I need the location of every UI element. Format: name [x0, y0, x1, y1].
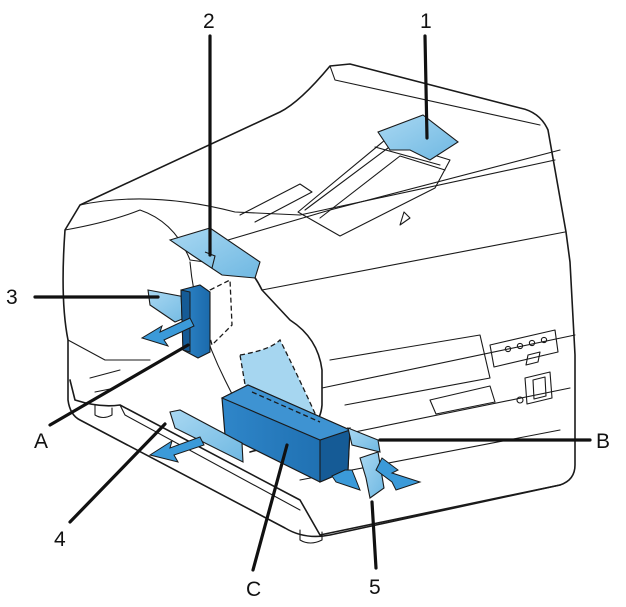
- leader-c: [251, 443, 289, 572]
- packing-parts: [147, 114, 459, 499]
- tape-b: [347, 427, 381, 453]
- callout-4: 4: [54, 528, 66, 551]
- arrow-4: [148, 436, 205, 463]
- removal-arrows: [140, 317, 422, 491]
- foot-front: [299, 529, 323, 544]
- callout-3: 3: [6, 286, 18, 309]
- leader-a: [48, 343, 190, 427]
- power-switch: [524, 371, 553, 405]
- callout-b: B: [596, 430, 610, 453]
- callout-a: A: [34, 430, 48, 453]
- callout-c: C: [246, 578, 261, 601]
- callout-2: 2: [203, 10, 215, 33]
- leader-lines: [33, 34, 592, 572]
- tape-1: [377, 114, 459, 161]
- tape-4: [169, 409, 244, 463]
- tape-2: [168, 227, 261, 279]
- tape-5: [359, 451, 385, 499]
- callout-labels: 1 2 3 A 4 C B 5: [6, 10, 610, 601]
- arrow-c: [331, 469, 361, 491]
- leader-4: [68, 422, 167, 524]
- control-panel: [489, 329, 559, 368]
- arrow-b: [375, 457, 422, 491]
- foot-left: [94, 404, 113, 419]
- leader-1: [423, 34, 429, 140]
- leader-5: [370, 500, 378, 570]
- callout-5: 5: [369, 576, 381, 599]
- callout-1: 1: [420, 10, 432, 33]
- arrow-3: [140, 317, 195, 347]
